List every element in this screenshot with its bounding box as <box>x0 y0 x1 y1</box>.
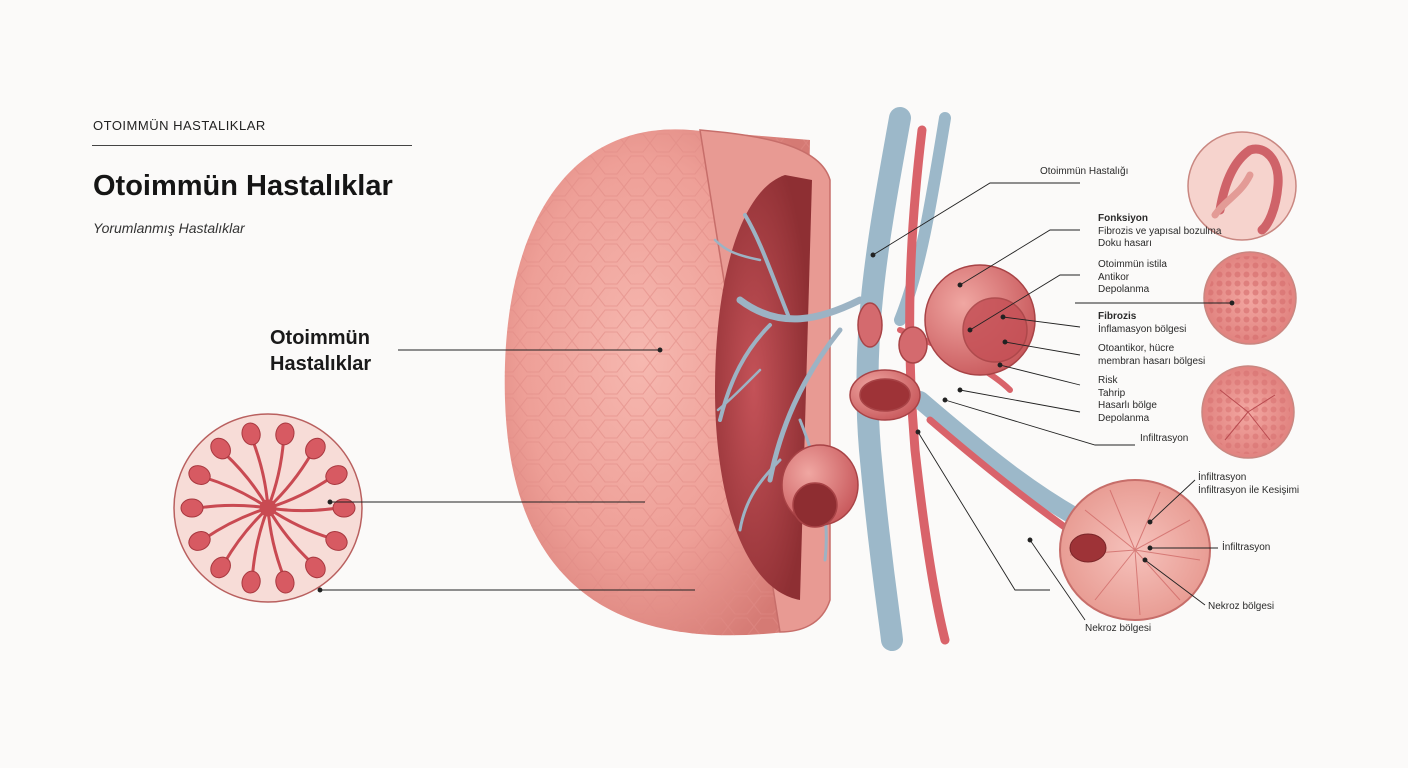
callout-3-line3: Depolanma <box>1098 284 1150 295</box>
callout-10: Nekroz bölgesi <box>1208 601 1275 612</box>
callout-6-line2: Tahrip <box>1098 387 1126 399</box>
gland-structures <box>781 264 1036 528</box>
flower-bulb <box>305 556 326 579</box>
flower-center <box>259 499 277 517</box>
callout-5-line1: Otoantikor, hücre <box>1098 343 1175 354</box>
callout-1: Otoimmün Hastalığı <box>1040 166 1129 177</box>
header-kicker: OTOIMMÜN HASTALIKLAR <box>93 118 266 133</box>
callout-6-line3: Hasarlı bölge <box>1098 400 1157 411</box>
callout-8: İnfiltrasyon İnfiltrasyon ile Kesişimi <box>1198 472 1299 497</box>
flower-bulb <box>188 465 211 485</box>
callout-7: Infiltrasyon <box>1140 433 1189 444</box>
flower-bulb <box>275 422 295 446</box>
flower-bulb <box>275 570 295 594</box>
flower-bulb <box>241 570 261 594</box>
callout-6-line4: Depolanma <box>1098 412 1150 424</box>
flower-bulb <box>241 422 261 446</box>
callout-3-line2: Antikor <box>1098 271 1130 283</box>
page-subtitle: Yorumlanmış Hastalıklar <box>93 220 245 236</box>
callout-4-head: Fibrozis <box>1098 311 1137 322</box>
callout-6: Risk Tahrip Hasarlı bölge Depolanma <box>1098 375 1157 425</box>
flower-bulb <box>188 531 211 551</box>
flower-bulb <box>332 498 356 518</box>
texture-inset-1 <box>1203 251 1297 345</box>
callout-3-line1: Otoimmün istila <box>1098 259 1167 270</box>
callout-8-line2: İnfiltrasyon ile Kesişimi <box>1198 484 1300 496</box>
callout-2: Fonksiyon Fibrozis ve yapısal bozulma Do… <box>1098 213 1221 251</box>
lobule-disc <box>1059 479 1211 621</box>
callout-2-line2: Doku hasarı <box>1098 238 1152 249</box>
flower-bulb <box>180 498 204 518</box>
callout-9: İnfiltrasyon <box>1222 542 1271 553</box>
flower-bulb <box>210 556 231 579</box>
callout-4: Fibrozis İnflamasyon bölgesi <box>1098 311 1186 336</box>
flower-cell-inset <box>173 413 363 603</box>
callout-3: Otoimmün istila Antikor Depolanma <box>1098 259 1167 297</box>
flower-bulb <box>325 465 348 485</box>
flower-bulb <box>325 531 348 551</box>
main-organ-label-line1: Otoimmün <box>270 327 370 349</box>
callout-5-line2: membran hasarı bölgesi <box>1098 355 1206 367</box>
callout-8-line1: İnfiltrasyon <box>1198 472 1247 483</box>
organ-dome <box>504 129 831 636</box>
callout-4-line1: İnflamasyon bölgesi <box>1098 323 1187 335</box>
callout-5: Otoantikor, hücre membran hasarı bölgesi <box>1098 343 1205 368</box>
header-divider <box>92 145 412 146</box>
callout-2-head: Fonksiyon <box>1098 213 1149 224</box>
page-title: Otoimmün Hastalıklar <box>93 170 393 202</box>
vessel-inset <box>1187 131 1297 241</box>
flower-bulb <box>305 437 326 460</box>
main-organ-label: Otoimmün Hastalıklar <box>270 325 410 377</box>
callout-6-line1: Risk <box>1098 375 1118 386</box>
callout-2-line1: Fibrozis ve yapısal bozulma <box>1098 225 1222 237</box>
main-organ-label-line2: Hastalıklar <box>270 353 372 375</box>
texture-inset-2 <box>1201 365 1295 459</box>
flower-bulb <box>210 437 231 460</box>
callout-11: Nekroz bölgesi <box>1085 623 1152 634</box>
leader-lines <box>317 182 1235 621</box>
